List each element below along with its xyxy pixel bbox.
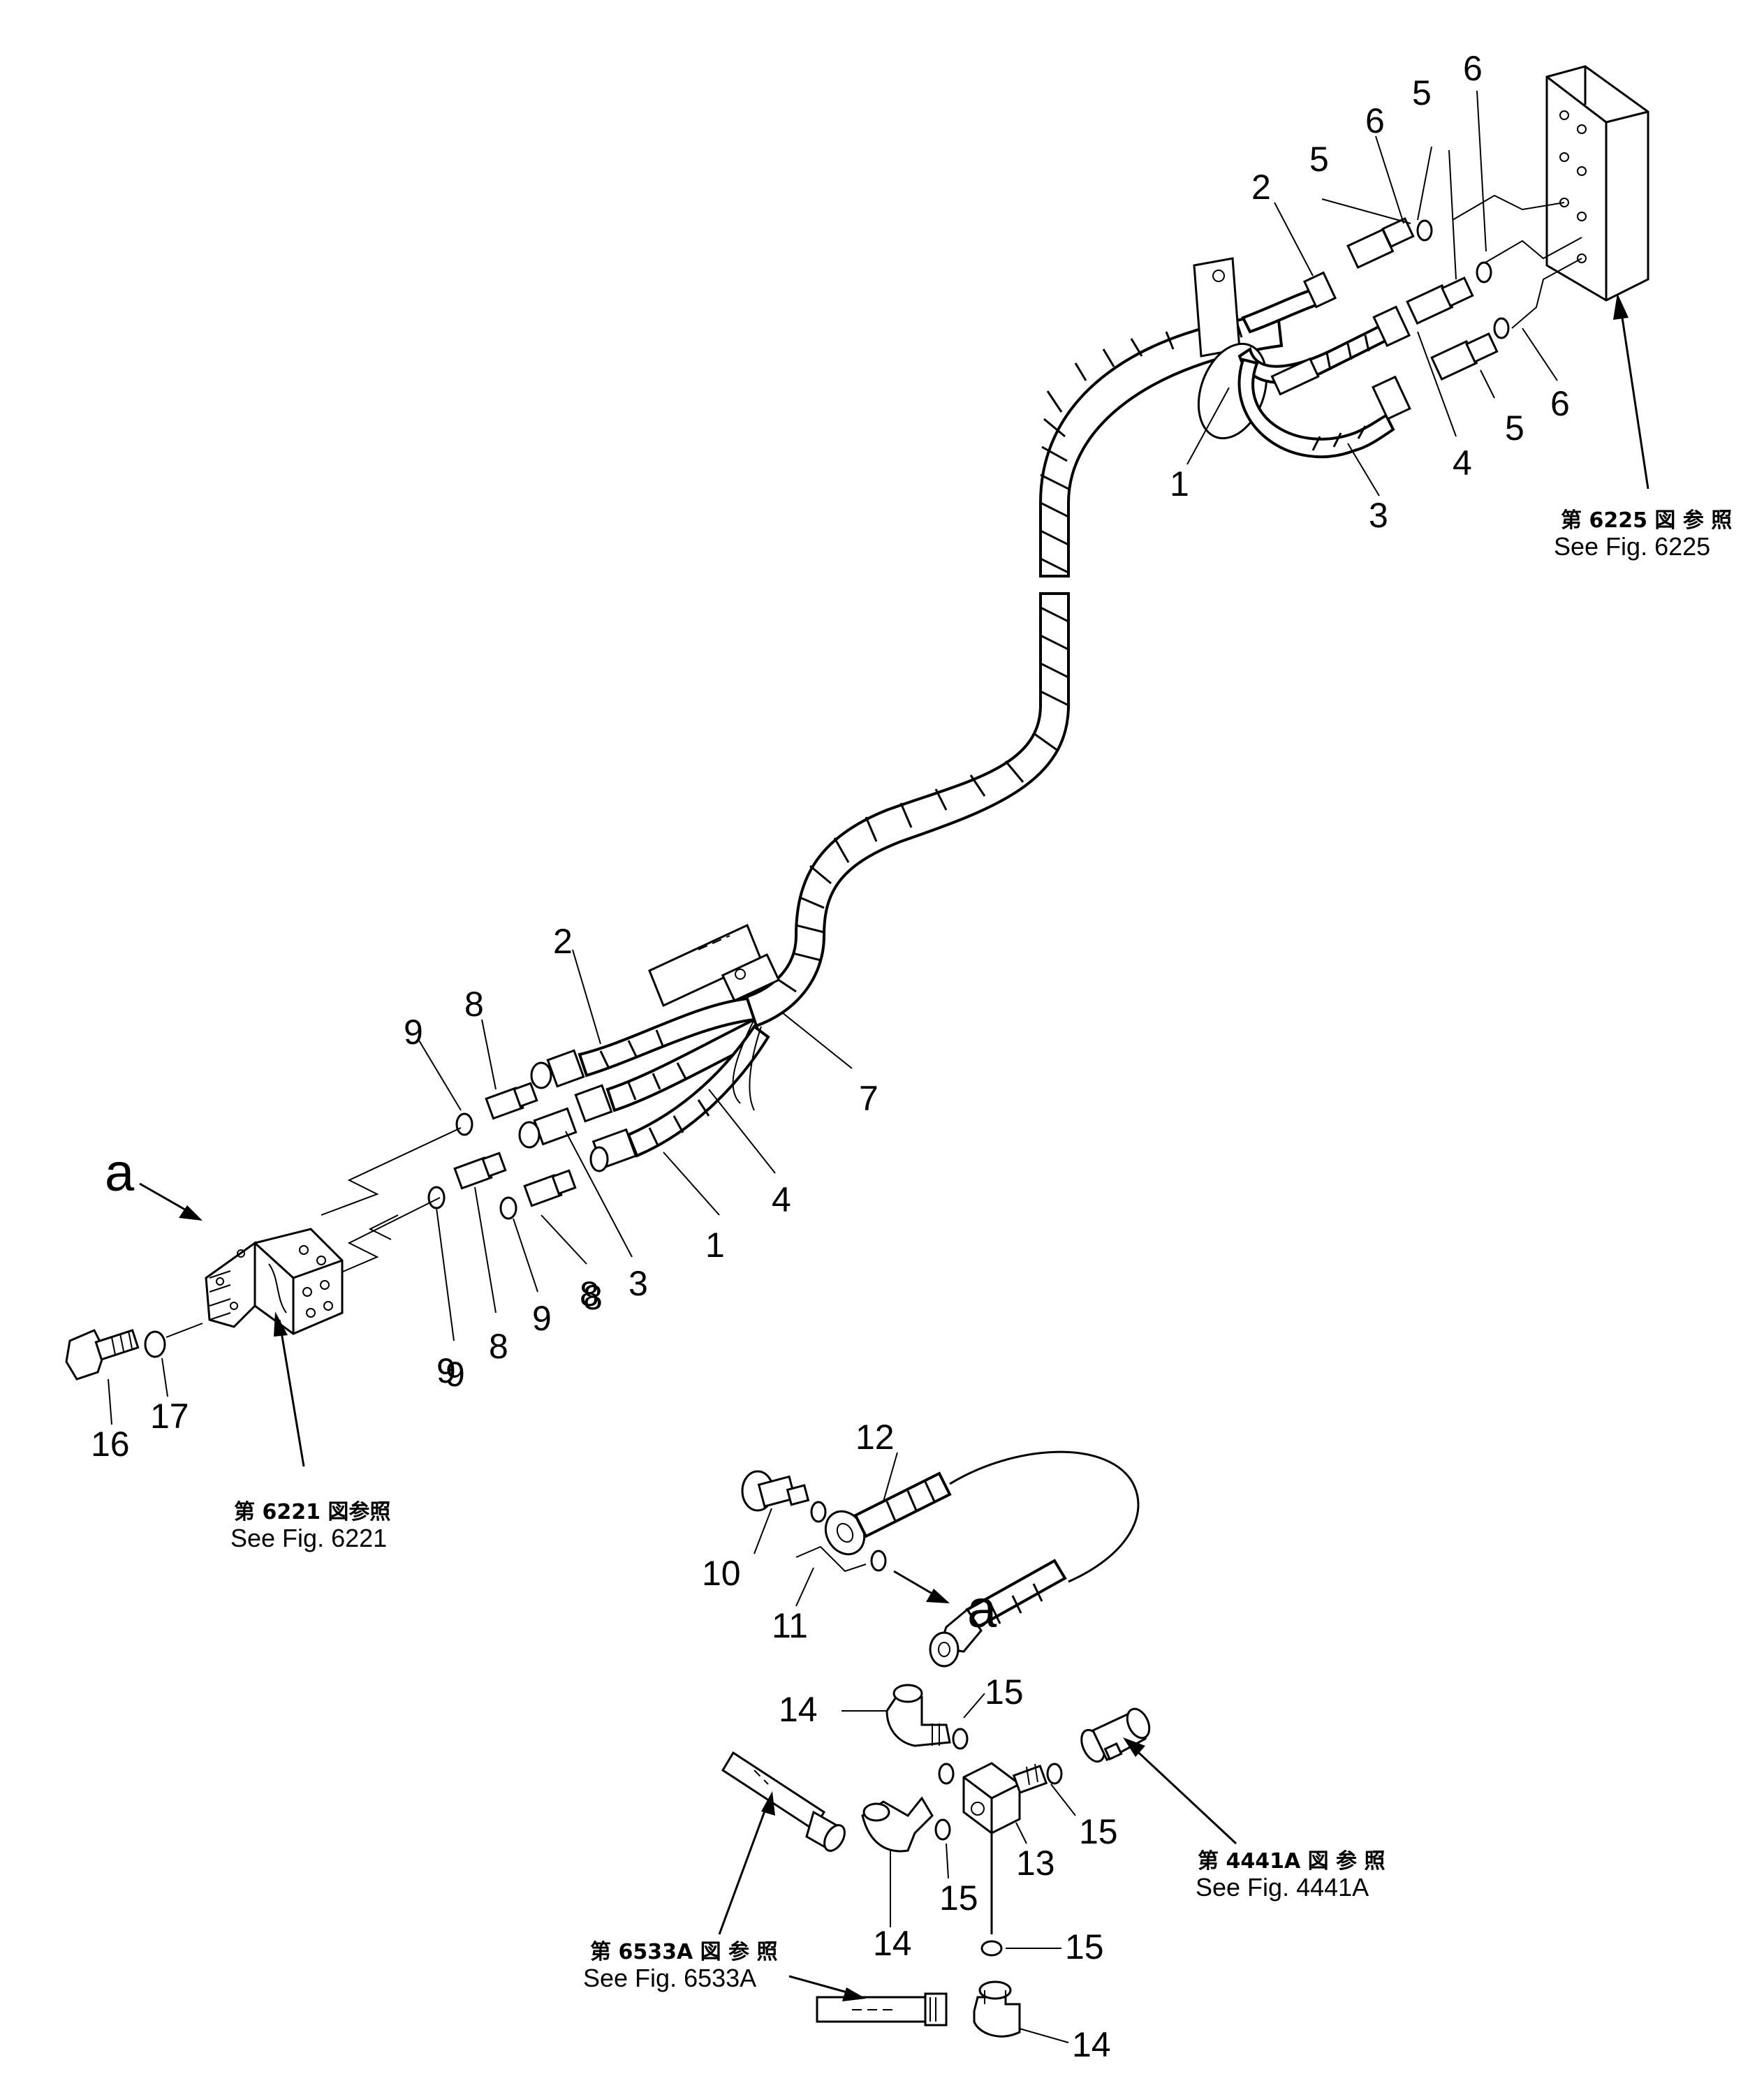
o-ring-6-lower [1493,317,1510,339]
left-connectors [427,1082,577,1220]
connector-8-top [485,1082,538,1120]
washer-11-a [810,1501,827,1523]
o-ring-15-a [952,1728,969,1750]
label-6-c: 6 [1550,384,1570,423]
label-3-a: 3 [1369,496,1388,535]
view-marker-a: a [105,1143,135,1203]
leader-lines [108,90,1649,2043]
pipe-6533a-lower [816,1992,948,2027]
label-1-b: 1 [705,1226,725,1265]
main-hose-bundle [738,312,1284,1029]
label-9-a: 9 [404,1013,423,1052]
o-ring-9-top [455,1112,473,1136]
reference-4441a: 第 4441A 図 参 照 See Fig. 4441A [1196,1849,1386,1902]
top-right-hose-ends [1193,257,1411,459]
reference-6221: 第 6221 図参照 See Fig. 6221 [230,1500,390,1552]
top-right-fittings [1346,216,1510,381]
part-labels-top-right: 6 5 6 2 5 6 5 1 4 3 [1170,49,1570,535]
washer-17 [144,1330,166,1358]
ref-6225-en: See Fig. 6225 [1554,532,1710,561]
label-14-a: 14 [779,1690,818,1729]
label-14-c: 14 [1072,2025,1111,2064]
o-ring-6-middle [1476,261,1492,284]
connector-8-right [523,1169,577,1207]
bolt-16 [65,1329,140,1381]
reference-6533a: 第 6533A 図 参 照 See Fig. 6533A [583,1940,778,1992]
label-15-a: 15 [985,1672,1024,1712]
label-17: 17 [150,1397,189,1436]
pipe-6533a-upper [721,1751,846,1853]
ref-6533a-en: See Fig. 6533A [583,1964,756,1992]
banjo-bolt-10 [741,1470,810,1512]
label-9-d: 9 [436,1351,456,1390]
label-9-b: 9 [532,1299,552,1338]
label-16: 16 [91,1425,130,1464]
label-15-d: 15 [1065,1927,1104,1966]
o-ring-15-e [980,1940,1003,1957]
label-8-a: 8 [464,985,484,1024]
ref-6221-en: See Fig. 6221 [230,1524,387,1552]
label-2-a: 2 [1251,168,1271,207]
connector-5-upper [1346,216,1415,269]
connector-8-middle [453,1152,507,1190]
label-7: 7 [859,1079,879,1118]
elbow-14-middle [861,1796,934,1853]
washer-11-b [870,1550,887,1572]
left-hose-ends [518,923,781,1172]
part-labels-bottom: 12 10 11 15 14 15 13 15 14 15 14 [702,1418,1118,2064]
connector-5-middle [1406,276,1474,325]
label-2-b: 2 [553,922,573,961]
label-6-a: 6 [1463,49,1483,88]
label-8-c: 8 [489,1327,508,1366]
label-8-d: 8 [583,1278,603,1317]
hose-12 [824,1450,1140,1668]
label-6-b: 6 [1365,101,1385,140]
ref-6221-jp: 第 6221 図参照 [234,1500,390,1524]
label-4-a: 4 [1453,443,1472,483]
o-ring-15-d [1046,1763,1063,1785]
label-5-a: 5 [1412,73,1432,112]
clamp-lower [648,923,781,1008]
label-15-c: 15 [939,1878,978,1918]
label-3-b: 3 [629,1264,648,1303]
ref-4441a-jp: 第 4441A 図 参 照 [1198,1849,1386,1874]
elbow-14-top [885,1684,951,1747]
o-ring-15-c [934,1818,951,1841]
part-labels-left: 2 9 8 7 4 1 3 8 9 9 8 9 8 17 16 [91,922,879,1464]
view-markers: a a [105,1143,997,1639]
label-15-b: 15 [1079,1812,1118,1851]
reference-6225: 第 6225 図 参 照 See Fig. 6225 [1554,508,1732,561]
o-ring-6-upper [1416,219,1433,242]
label-4-b: 4 [772,1180,791,1219]
label-8-b: 8 [580,1274,599,1314]
label-13: 13 [1016,1844,1055,1883]
label-12: 12 [855,1418,895,1457]
fitting-4441a [1080,1707,1151,1763]
view-marker-a-target: a [967,1580,997,1639]
ref-6533a-jp: 第 6533A 図 参 照 [590,1940,778,1964]
label-1-a: 1 [1170,464,1189,503]
tee-13 [962,1762,1048,1834]
valve-block-left [205,1127,462,1335]
label-11: 11 [772,1606,808,1645]
connector-5-lower [1430,332,1499,381]
valve-block-top-right [1452,65,1649,329]
elbow-14-bottom [973,1980,1021,2038]
ref-4441a-en: See Fig. 4441A [1196,1873,1369,1902]
o-ring-9-right [499,1196,517,1220]
label-9-c: 9 [446,1355,465,1394]
bottom-assembly [721,1450,1151,2038]
o-ring-15-b [938,1763,955,1785]
label-5-c: 5 [1505,409,1524,448]
ref-6225-jp: 第 6225 図 参 照 [1561,508,1732,533]
label-10: 10 [702,1554,741,1593]
label-14-b: 14 [873,1924,912,1963]
bolt-leader [166,1323,203,1338]
label-5-b: 5 [1309,140,1329,179]
o-ring-9-middle [427,1186,446,1209]
